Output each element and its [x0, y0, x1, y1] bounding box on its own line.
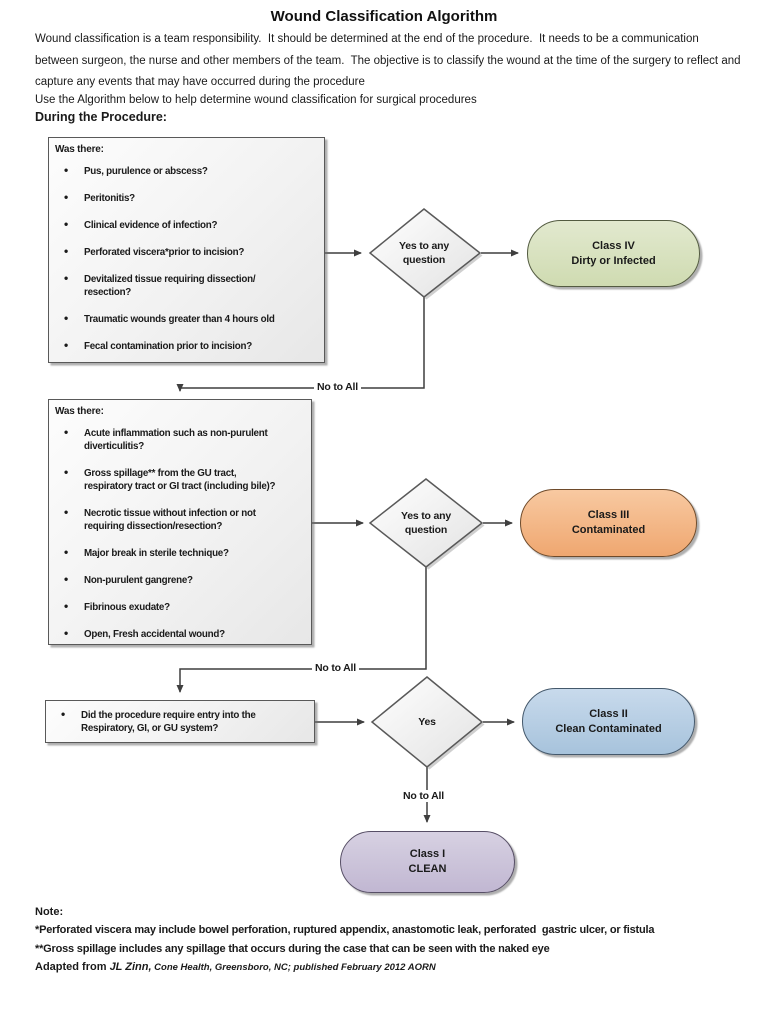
- question-item: Acute inflammation such as non-purulent …: [55, 426, 307, 453]
- question-item: Peritonitis?: [55, 191, 320, 205]
- class2-title: Class II: [589, 707, 628, 720]
- question-item: Major break in sterile technique?: [55, 546, 307, 560]
- intro-paragraph: Wound classification is a team responsib…: [35, 33, 744, 88]
- class3-pill: Class III Contaminated: [520, 489, 697, 557]
- question-item: Perforated viscera*prior to incision?: [55, 245, 320, 259]
- page-title: Wound Classification Algorithm: [270, 8, 498, 25]
- no-to-all-label-1: No to All: [314, 381, 361, 393]
- question-item: Gross spillage** from the GU tract, resp…: [55, 466, 307, 493]
- instruction-text: Use the Algorithm below to help determin…: [35, 94, 477, 106]
- section-heading: During the Procedure:: [35, 110, 167, 124]
- question-box-2-header: Was there:: [55, 406, 104, 417]
- class4-title: Class IV: [592, 239, 635, 252]
- note-line-2: **Gross spillage includes any spillage t…: [35, 943, 550, 955]
- decision3-label: Yes: [418, 716, 436, 728]
- question-box-3: Did the procedure require entry into the…: [45, 700, 315, 743]
- question-item: Fibrinous exudate?: [55, 600, 307, 614]
- question-box-1-header: Was there:: [55, 144, 104, 155]
- question-item: Traumatic wounds greater than 4 hours ol…: [55, 312, 320, 326]
- question-box-1: Was there: Pus, purulence or abscess? Pe…: [48, 137, 325, 363]
- class4-pill: Class IV Dirty or Infected: [527, 220, 700, 287]
- question-box-1-list: Pus, purulence or abscess? Peritonitis? …: [55, 164, 320, 353]
- question-item: Open, Fresh accidental wound?: [55, 627, 307, 641]
- class1-subtitle: CLEAN: [408, 863, 447, 875]
- class3-title: Class III: [587, 509, 630, 521]
- no-to-all-label-2: No to All: [312, 662, 359, 674]
- question-item: Necrotic tissue without infection or not…: [55, 506, 307, 533]
- note-line-1: *Perforated viscera may include bowel pe…: [35, 924, 655, 936]
- note-adapted-prefix: Adapted from: [35, 961, 110, 973]
- question-box-3-list: Did the procedure require entry into the…: [52, 708, 310, 735]
- no-to-all-label-3: No to All: [400, 790, 447, 802]
- class2-pill: Class II Clean Contaminated: [522, 688, 695, 755]
- note-heading: Note:: [35, 906, 64, 918]
- question-item: Clinical evidence of infection?: [55, 218, 320, 232]
- class1-title: Class I: [409, 848, 446, 860]
- class3-subtitle: Contaminated: [571, 524, 646, 536]
- note-adapted-line: Adapted from JL Zinn, Cone Health, Green…: [35, 961, 755, 973]
- class1-pill: Class I CLEAN: [340, 831, 515, 893]
- note-adapted-rest: Cone Health, Greensboro, NC; published F…: [151, 962, 436, 973]
- decision1-label: Yes to any question: [399, 240, 449, 266]
- question-box-2-list: Acute inflammation such as non-purulent …: [55, 426, 307, 641]
- question-item: Devitalized tissue requiring dissection/…: [55, 272, 320, 299]
- question-item: Pus, purulence or abscess?: [55, 164, 320, 178]
- question-item: Did the procedure require entry into the…: [52, 708, 310, 735]
- question-box-2: Was there: Acute inflammation such as no…: [48, 399, 312, 645]
- question-item: Fecal contamination prior to incision?: [55, 339, 320, 353]
- class2-subtitle: Clean Contaminated: [555, 722, 662, 735]
- question-item: Non-purulent gangrene?: [55, 573, 307, 587]
- class4-subtitle: Dirty or Infected: [571, 254, 656, 267]
- note-adapted-author: JL Zinn,: [109, 961, 152, 973]
- decision2-label: Yes to any question: [401, 510, 451, 536]
